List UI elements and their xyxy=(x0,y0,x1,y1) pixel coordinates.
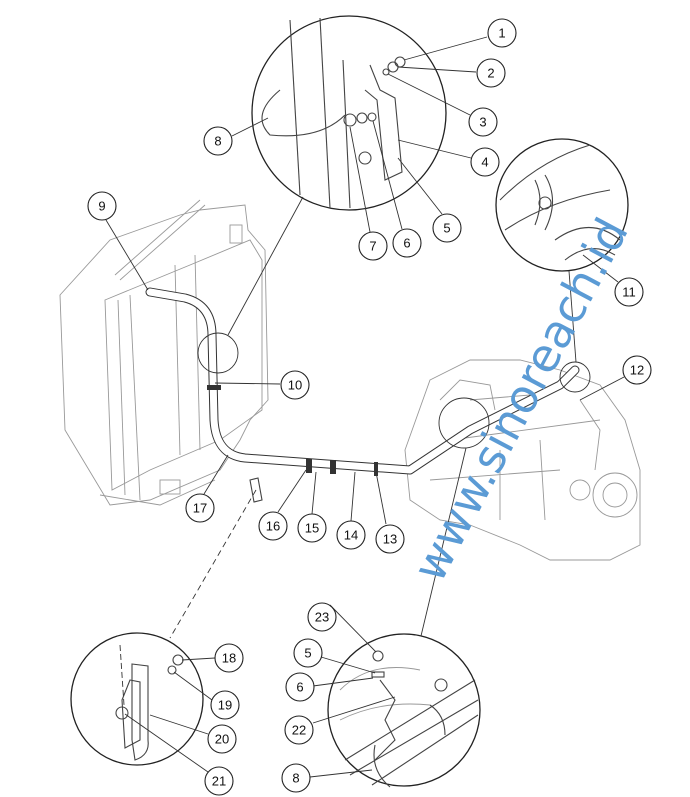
svg-text:5: 5 xyxy=(443,221,450,236)
detail-bottom-right-content xyxy=(339,650,479,788)
coolant-pipe xyxy=(145,287,580,503)
callout-4: 4 xyxy=(470,147,500,177)
engine-drawing xyxy=(404,359,641,561)
svg-text:2: 2 xyxy=(487,66,494,81)
svg-text:22: 22 xyxy=(292,723,306,738)
watermark-text: www.sinoreach.id xyxy=(402,209,639,590)
svg-text:16: 16 xyxy=(266,519,280,534)
callout-7: 7 xyxy=(358,231,388,261)
radiator-drawing xyxy=(59,199,269,506)
svg-text:4: 4 xyxy=(481,155,488,170)
callout-6: 6 xyxy=(392,228,422,258)
callout-2: 2 xyxy=(476,58,506,88)
svg-text:11: 11 xyxy=(622,285,636,300)
callout-9: 9 xyxy=(87,191,117,221)
marker-circle-clamp xyxy=(559,361,591,393)
callout-14: 14 xyxy=(336,520,366,550)
svg-text:20: 20 xyxy=(215,732,229,747)
callout-15: 15 xyxy=(297,513,327,543)
callout-23: 23 xyxy=(307,602,337,632)
marker-circle-engine xyxy=(438,397,490,449)
callout-21: 21 xyxy=(204,766,234,796)
svg-text:23: 23 xyxy=(315,610,329,625)
marker-circle-radiator xyxy=(197,332,239,374)
detail-circle-bottom-left xyxy=(70,632,204,766)
svg-text:13: 13 xyxy=(383,532,397,547)
callout-8-lower: 8 xyxy=(281,763,311,793)
svg-text:9: 9 xyxy=(98,199,105,214)
callout-6-lower: 6 xyxy=(285,672,315,702)
callout-11: 11 xyxy=(614,277,644,307)
detail-circle-bottom-right xyxy=(327,633,481,787)
svg-text:12: 12 xyxy=(630,363,644,378)
svg-text:10: 10 xyxy=(288,378,302,393)
svg-text:17: 17 xyxy=(193,501,207,516)
detail-clamp-content xyxy=(499,144,621,261)
callout-5-lower: 5 xyxy=(293,638,323,668)
detail-circle-clamp xyxy=(495,138,629,272)
callout-1: 1 xyxy=(487,18,517,48)
svg-text:3: 3 xyxy=(479,115,486,130)
svg-text:19: 19 xyxy=(218,698,232,713)
svg-text:15: 15 xyxy=(305,521,319,536)
svg-text:8: 8 xyxy=(214,134,221,149)
detail-top-content xyxy=(261,17,406,209)
callout-22: 22 xyxy=(284,715,314,745)
callout-10: 10 xyxy=(280,370,310,400)
svg-text:5: 5 xyxy=(304,646,311,661)
svg-text:7: 7 xyxy=(369,239,376,254)
svg-text:18: 18 xyxy=(222,651,236,666)
callout-16: 16 xyxy=(258,511,288,541)
svg-text:1: 1 xyxy=(498,26,505,41)
svg-text:14: 14 xyxy=(344,528,358,543)
svg-text:21: 21 xyxy=(212,774,226,789)
svg-text:6: 6 xyxy=(296,680,303,695)
leader-lines xyxy=(105,36,625,778)
callout-19: 19 xyxy=(210,690,240,720)
callout-17: 17 xyxy=(185,493,215,523)
svg-text:8: 8 xyxy=(292,771,299,786)
svg-text:6: 6 xyxy=(403,236,410,251)
callout-12: 12 xyxy=(622,355,652,385)
callout-8: 8 xyxy=(203,126,233,156)
callout-20: 20 xyxy=(207,724,237,754)
callout-3: 3 xyxy=(468,107,498,137)
callout-13: 13 xyxy=(375,524,405,554)
callout-5: 5 xyxy=(432,213,462,243)
callout-18: 18 xyxy=(214,643,244,673)
